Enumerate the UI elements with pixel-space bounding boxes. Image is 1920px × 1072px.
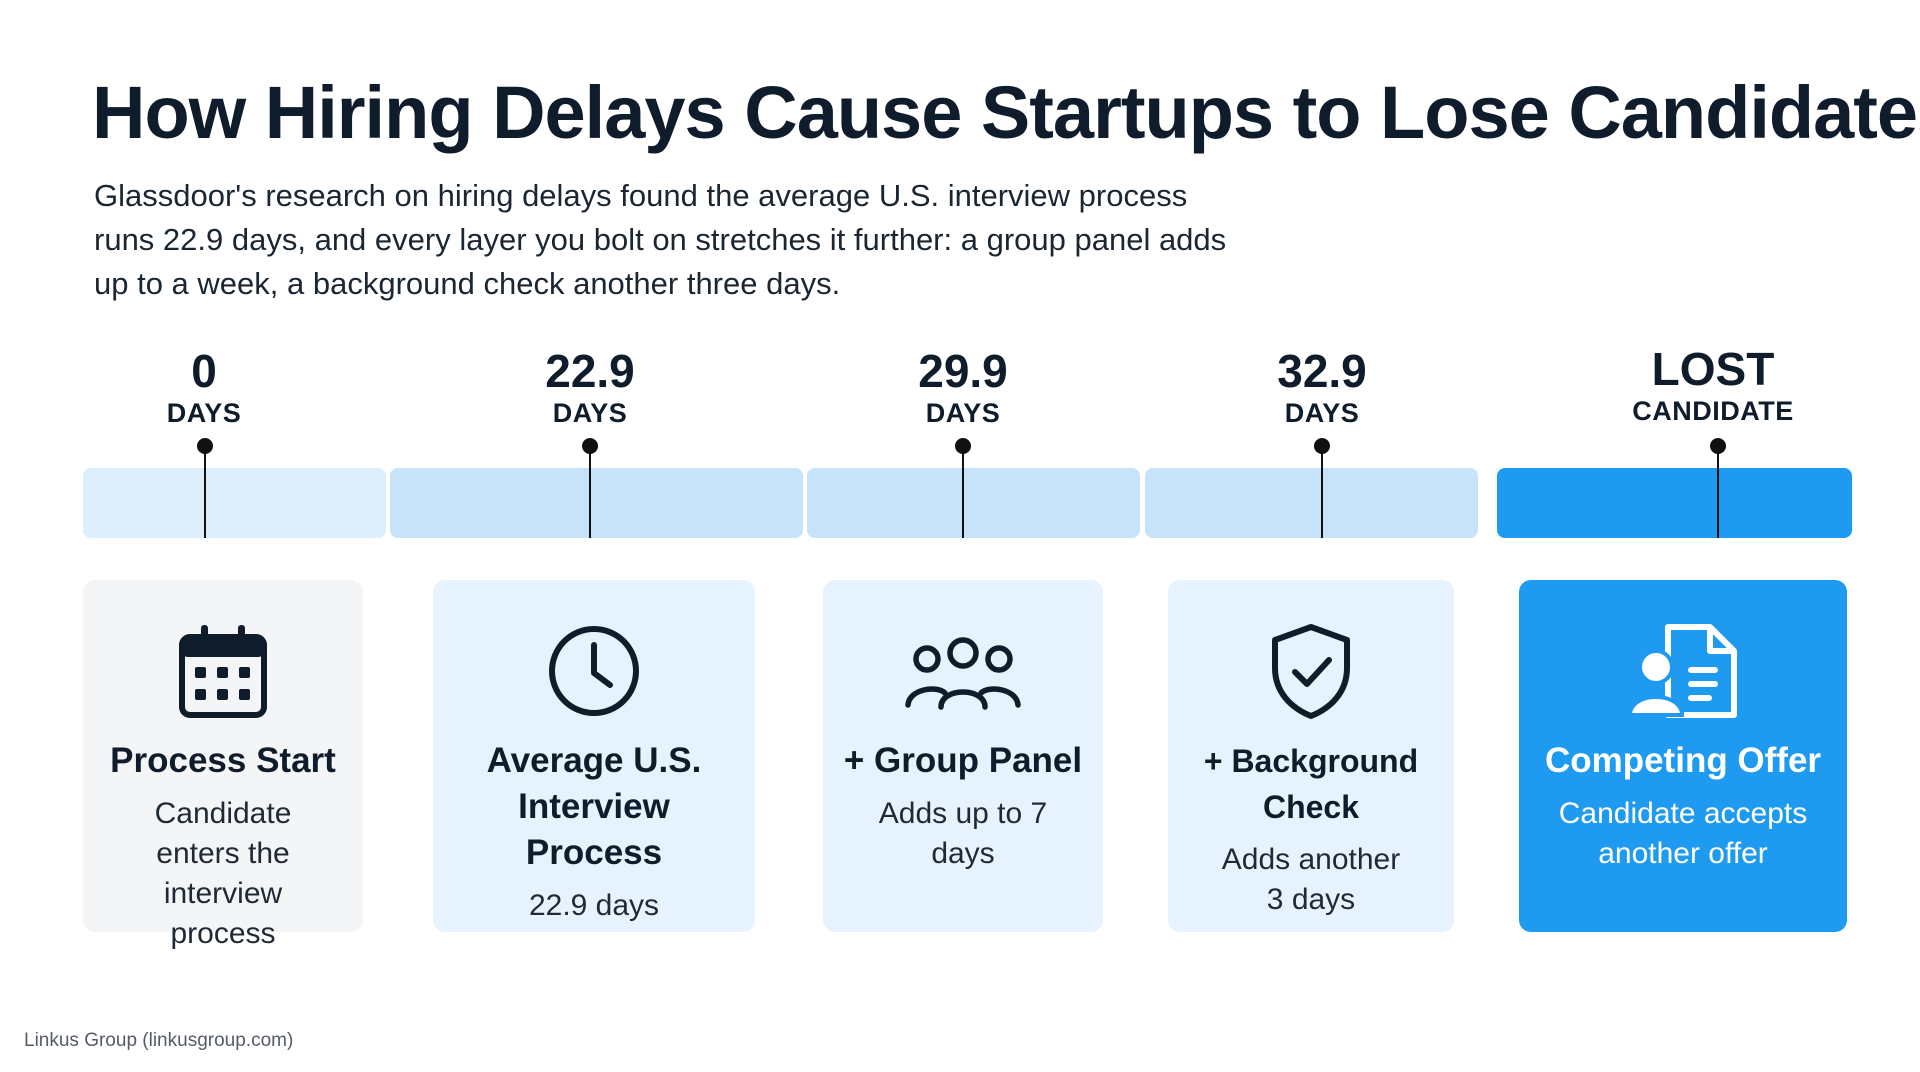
timeline-marker	[1314, 438, 1330, 538]
source-credit: Linkus Group (linkusgroup.com)	[24, 1030, 294, 1051]
milestone-value: 22.9	[545, 345, 635, 397]
calendar-icon	[83, 622, 363, 720]
milestone-unit: CANDIDATE	[1632, 396, 1794, 426]
milestone-unit: DAYS	[925, 398, 1001, 428]
card-competing-offer: Competing Offer Candidate accepts anothe…	[1519, 580, 1847, 932]
card-description: 22.9 days	[528, 889, 660, 922]
timeline-band-3	[807, 468, 1140, 538]
card-description: Adds up to 7 days	[878, 797, 1048, 870]
timeline-marker	[197, 438, 213, 538]
card-process-start: Process Start Candidate enters the inter…	[83, 580, 363, 950]
milestone-value: LOST	[1651, 343, 1775, 395]
milestone-1: 22.9 DAYS	[440, 345, 740, 429]
card-average-interview: Average U.S. Interview Process 22.9 days	[433, 580, 755, 932]
document-person-icon	[1519, 622, 1847, 720]
milestone-value: 0	[191, 345, 217, 397]
shield-check-icon	[1168, 622, 1454, 720]
milestone-4: LOST CANDIDATE	[1563, 343, 1863, 427]
clock-icon	[433, 622, 755, 720]
card-group-panel: + Group Panel Adds up to 7 days	[823, 580, 1103, 932]
milestone-value: 29.9	[918, 345, 1008, 397]
card-title: + Background Check	[1203, 743, 1419, 825]
milestone-unit: DAYS	[552, 398, 628, 428]
page-title: How Hiring Delays Cause Startups to Lose…	[92, 71, 1920, 154]
timeline-marker	[582, 438, 598, 538]
card-title: Competing Offer	[1544, 741, 1822, 780]
timeline-band-4	[1145, 468, 1478, 538]
intro-paragraph: Glassdoor's research on hiring delays fo…	[94, 178, 1227, 301]
card-title: Process Start	[110, 741, 336, 780]
card-title: + Group Panel	[843, 741, 1083, 780]
timeline-band-5	[1497, 468, 1852, 538]
milestone-0: 0 DAYS	[54, 345, 354, 429]
timeline-marker	[955, 438, 971, 538]
milestone-unit: DAYS	[166, 398, 242, 428]
timeline-marker	[1710, 438, 1726, 538]
card-description: Adds another 3 days	[1221, 843, 1401, 916]
card-title: Average U.S. Interview Process	[486, 741, 702, 872]
card-background-check: + Background Check Adds another 3 days	[1168, 580, 1454, 932]
milestone-3: 32.9 DAYS	[1172, 345, 1472, 429]
milestone-value: 32.9	[1277, 345, 1367, 397]
milestone-unit: DAYS	[1284, 398, 1360, 428]
timeline-band-1	[83, 468, 386, 538]
timeline-band-2	[390, 468, 803, 538]
card-description: Candidate accepts another offer	[1558, 797, 1808, 870]
milestone-2: 29.9 DAYS	[813, 345, 1113, 429]
card-description: Candidate enters the interview process	[154, 797, 292, 950]
group-icon	[823, 622, 1103, 720]
